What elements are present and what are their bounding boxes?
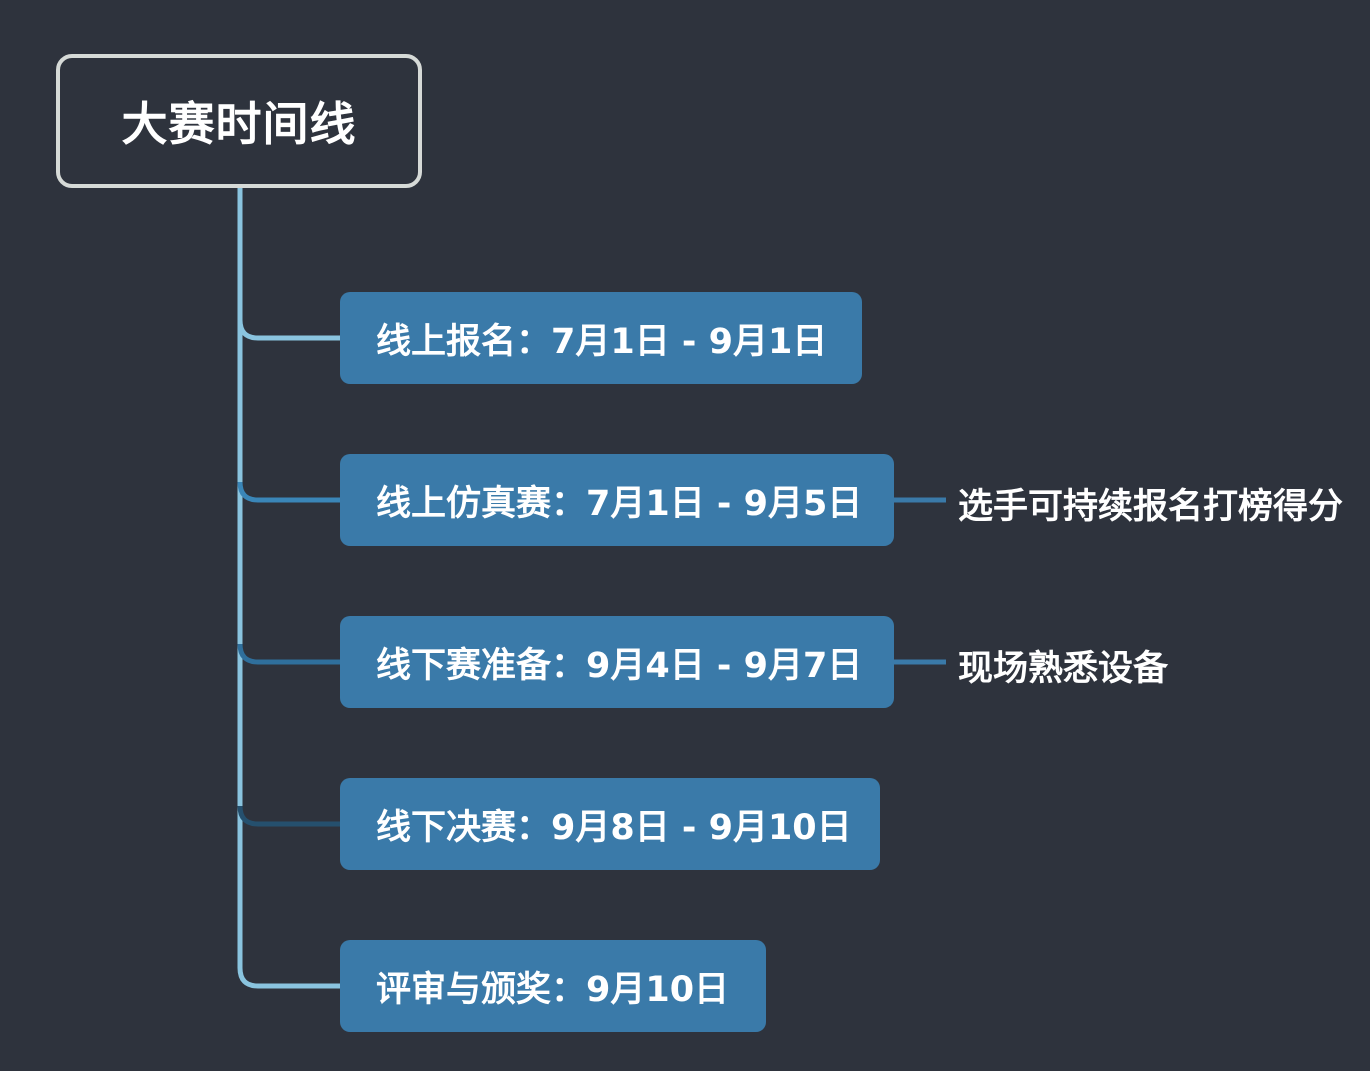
timeline-node-online-registration[interactable]: 线上报名：7月1日 - 9月1日 bbox=[340, 292, 862, 384]
trunk-line bbox=[237, 188, 340, 989]
branch-line-4 bbox=[237, 805, 340, 827]
timeline-node-label: 线下赛准备：9月4日 - 9月7日 bbox=[376, 645, 863, 686]
root-title: 大赛时间线 bbox=[121, 97, 357, 151]
timeline-node-label: 线上报名：7月1日 - 9月1日 bbox=[376, 321, 828, 362]
root-node[interactable]: 大赛时间线 bbox=[56, 54, 422, 188]
timeline-node-review-awards[interactable]: 评审与颁奖：9月10日 bbox=[340, 940, 766, 1032]
branch-line-3 bbox=[237, 643, 340, 665]
timeline-node-label: 线上仿真赛：7月1日 - 9月5日 bbox=[376, 483, 863, 524]
timeline-node-label: 线下决赛：9月8日 - 9月10日 bbox=[376, 807, 852, 848]
timeline-node-offline-final[interactable]: 线下决赛：9月8日 - 9月10日 bbox=[340, 778, 880, 870]
timeline-node-offline-preparation[interactable]: 线下赛准备：9月4日 - 9月7日 bbox=[340, 616, 894, 708]
branch-line-2 bbox=[237, 481, 340, 503]
note-online-simulation: 选手可持续报名打榜得分 bbox=[958, 487, 1344, 527]
timeline-node-label: 评审与颁奖：9月10日 bbox=[376, 969, 730, 1010]
timeline-node-online-simulation[interactable]: 线上仿真赛：7月1日 - 9月5日 bbox=[340, 454, 894, 546]
note-offline-preparation: 现场熟悉设备 bbox=[958, 649, 1169, 689]
branch-line-1 bbox=[237, 319, 340, 341]
